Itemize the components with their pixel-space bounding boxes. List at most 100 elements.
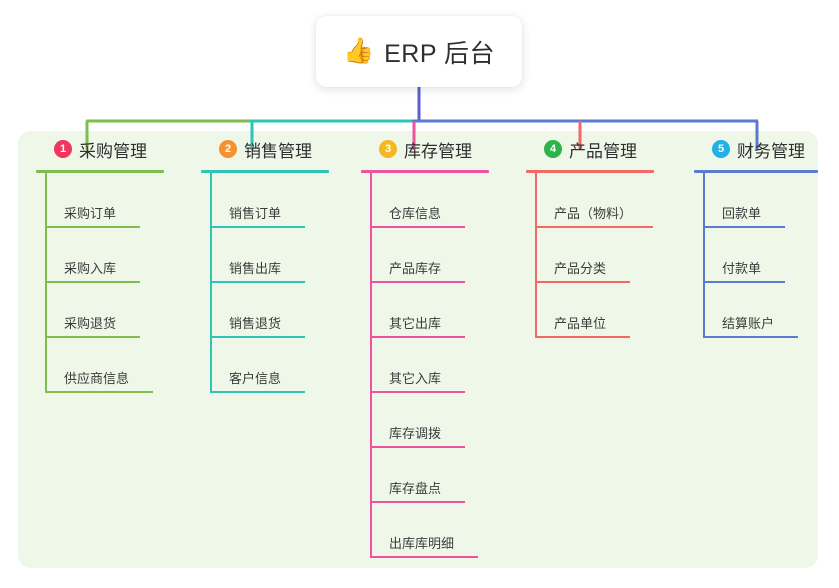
column-header-rule: [201, 170, 329, 173]
list-item[interactable]: 库存调拨: [361, 393, 489, 448]
list-item[interactable]: 销售订单: [201, 173, 329, 228]
column-spine: [535, 173, 537, 338]
list-item-label: 其它入库: [389, 371, 442, 386]
list-item[interactable]: 其它出库: [361, 283, 489, 338]
list-item-label: 付款单: [722, 261, 762, 276]
list-item-label: 销售退货: [229, 316, 282, 331]
column-产品管理: 4 产品管理产品（物料） 产品分类产品单位: [526, 131, 654, 338]
list-item[interactable]: 销售退货: [201, 283, 329, 338]
column-采购管理: 1 采购管理采购订单采购入库采购退货供应商信息: [36, 131, 164, 393]
column-spine: [370, 173, 372, 558]
list-item-rule: [535, 281, 630, 283]
list-item[interactable]: 产品库存: [361, 228, 489, 283]
list-item-rule: [370, 391, 465, 393]
list-item-label: 采购退货: [64, 316, 117, 331]
column-items: 产品（物料） 产品分类产品单位: [526, 173, 654, 338]
list-item-rule: [370, 446, 465, 448]
list-item[interactable]: 其它入库: [361, 338, 489, 393]
list-item-rule: [703, 281, 785, 283]
list-item-rule: [370, 281, 465, 283]
column-items: 回款单付款单结算账户: [694, 173, 818, 338]
list-item[interactable]: 销售出库: [201, 228, 329, 283]
column-header-2[interactable]: 2 销售管理: [201, 131, 329, 167]
list-item-rule: [210, 336, 305, 338]
column-container: 1 采购管理采购订单采购入库采购退货供应商信息 2 销售管理销售订单销售出库销售退货客…: [18, 131, 818, 568]
list-item-rule: [703, 226, 785, 228]
list-item-rule: [703, 336, 798, 338]
list-item[interactable]: 库存盘点: [361, 448, 489, 503]
column-header-5[interactable]: 5 财务管理: [694, 131, 818, 167]
list-item[interactable]: 客户信息: [201, 338, 329, 393]
list-item-label: 供应商信息: [64, 371, 130, 386]
column-销售管理: 2 销售管理销售订单销售出库销售退货客户信息: [201, 131, 329, 393]
column-header-rule: [361, 170, 489, 173]
list-item-label: 结算账户: [722, 316, 775, 331]
list-item-label: 产品（物料）: [554, 206, 633, 221]
list-item[interactable]: 产品单位: [526, 283, 654, 338]
list-item-rule: [370, 501, 465, 503]
list-item[interactable]: 采购入库: [36, 228, 164, 283]
list-item-label: 客户信息: [229, 371, 282, 386]
list-item[interactable]: 产品（物料）: [526, 173, 654, 228]
column-title: 库存管理: [404, 141, 472, 161]
root-node-card[interactable]: 👍 ERP 后台: [316, 16, 522, 87]
list-item-label: 库存盘点: [389, 481, 442, 496]
list-item-rule: [370, 226, 465, 228]
column-header-1[interactable]: 1 采购管理: [36, 131, 164, 167]
column-title: 采购管理: [79, 141, 147, 161]
list-item-label: 其它出库: [389, 316, 442, 331]
column-badge-1: 1: [54, 140, 72, 158]
list-item-label: 产品单位: [554, 316, 607, 331]
list-item-rule: [210, 281, 305, 283]
list-item-label: 出库库明细: [389, 536, 455, 551]
list-item-rule: [45, 336, 140, 338]
column-header-3[interactable]: 3 库存管理: [361, 131, 489, 167]
list-item[interactable]: 结算账户: [694, 283, 818, 338]
column-title: 财务管理: [737, 141, 805, 161]
list-item[interactable]: 采购退货: [36, 283, 164, 338]
list-item-rule: [535, 336, 630, 338]
list-item-label: 销售订单: [229, 206, 282, 221]
column-badge-5: 5: [712, 140, 730, 158]
list-item-rule: [210, 226, 305, 228]
list-item-label: 采购入库: [64, 261, 117, 276]
root-node-title: ERP 后台: [384, 39, 496, 68]
column-badge-3: 3: [379, 140, 397, 158]
list-item-rule: [45, 391, 153, 393]
list-item[interactable]: 供应商信息: [36, 338, 164, 393]
list-item-label: 库存调拨: [389, 426, 442, 441]
list-item-label: 销售出库: [229, 261, 282, 276]
column-spine: [703, 173, 705, 338]
column-items: 采购订单采购入库采购退货供应商信息: [36, 173, 164, 393]
list-item-rule: [370, 556, 478, 558]
column-header-rule: [36, 170, 164, 173]
list-item-rule: [45, 281, 140, 283]
list-item-label: 仓库信息: [389, 206, 442, 221]
column-title: 销售管理: [244, 141, 312, 161]
column-items: 仓库信息产品库存其它出库其它入库库存调拨库存盘点出库库明细: [361, 173, 489, 558]
column-header-rule: [694, 170, 818, 173]
column-header-4[interactable]: 4 产品管理: [526, 131, 654, 167]
list-item[interactable]: 付款单: [694, 228, 818, 283]
list-item[interactable]: 仓库信息: [361, 173, 489, 228]
list-item-label: 回款单: [722, 206, 762, 221]
column-badge-4: 4: [544, 140, 562, 158]
list-item[interactable]: 回款单: [694, 173, 818, 228]
column-spine: [210, 173, 212, 393]
column-库存管理: 3 库存管理仓库信息产品库存其它出库其它入库库存调拨库存盘点出库库明细: [361, 131, 489, 558]
list-item-label: 产品库存: [389, 261, 442, 276]
list-item[interactable]: 出库库明细: [361, 503, 489, 558]
list-item[interactable]: 产品分类: [526, 228, 654, 283]
column-财务管理: 5 财务管理回款单付款单结算账户: [694, 131, 818, 338]
list-item-rule: [45, 226, 140, 228]
list-item-rule: [370, 336, 465, 338]
column-badge-2: 2: [219, 140, 237, 158]
thumbs-up-icon: 👍: [342, 37, 375, 65]
list-item-label: 采购订单: [64, 206, 117, 221]
list-item-label: 产品分类: [554, 261, 607, 276]
list-item-rule: [535, 226, 653, 228]
list-item[interactable]: 采购订单: [36, 173, 164, 228]
column-items: 销售订单销售出库销售退货客户信息: [201, 173, 329, 393]
column-title: 产品管理: [569, 141, 637, 161]
diagram-panel: [18, 131, 818, 568]
